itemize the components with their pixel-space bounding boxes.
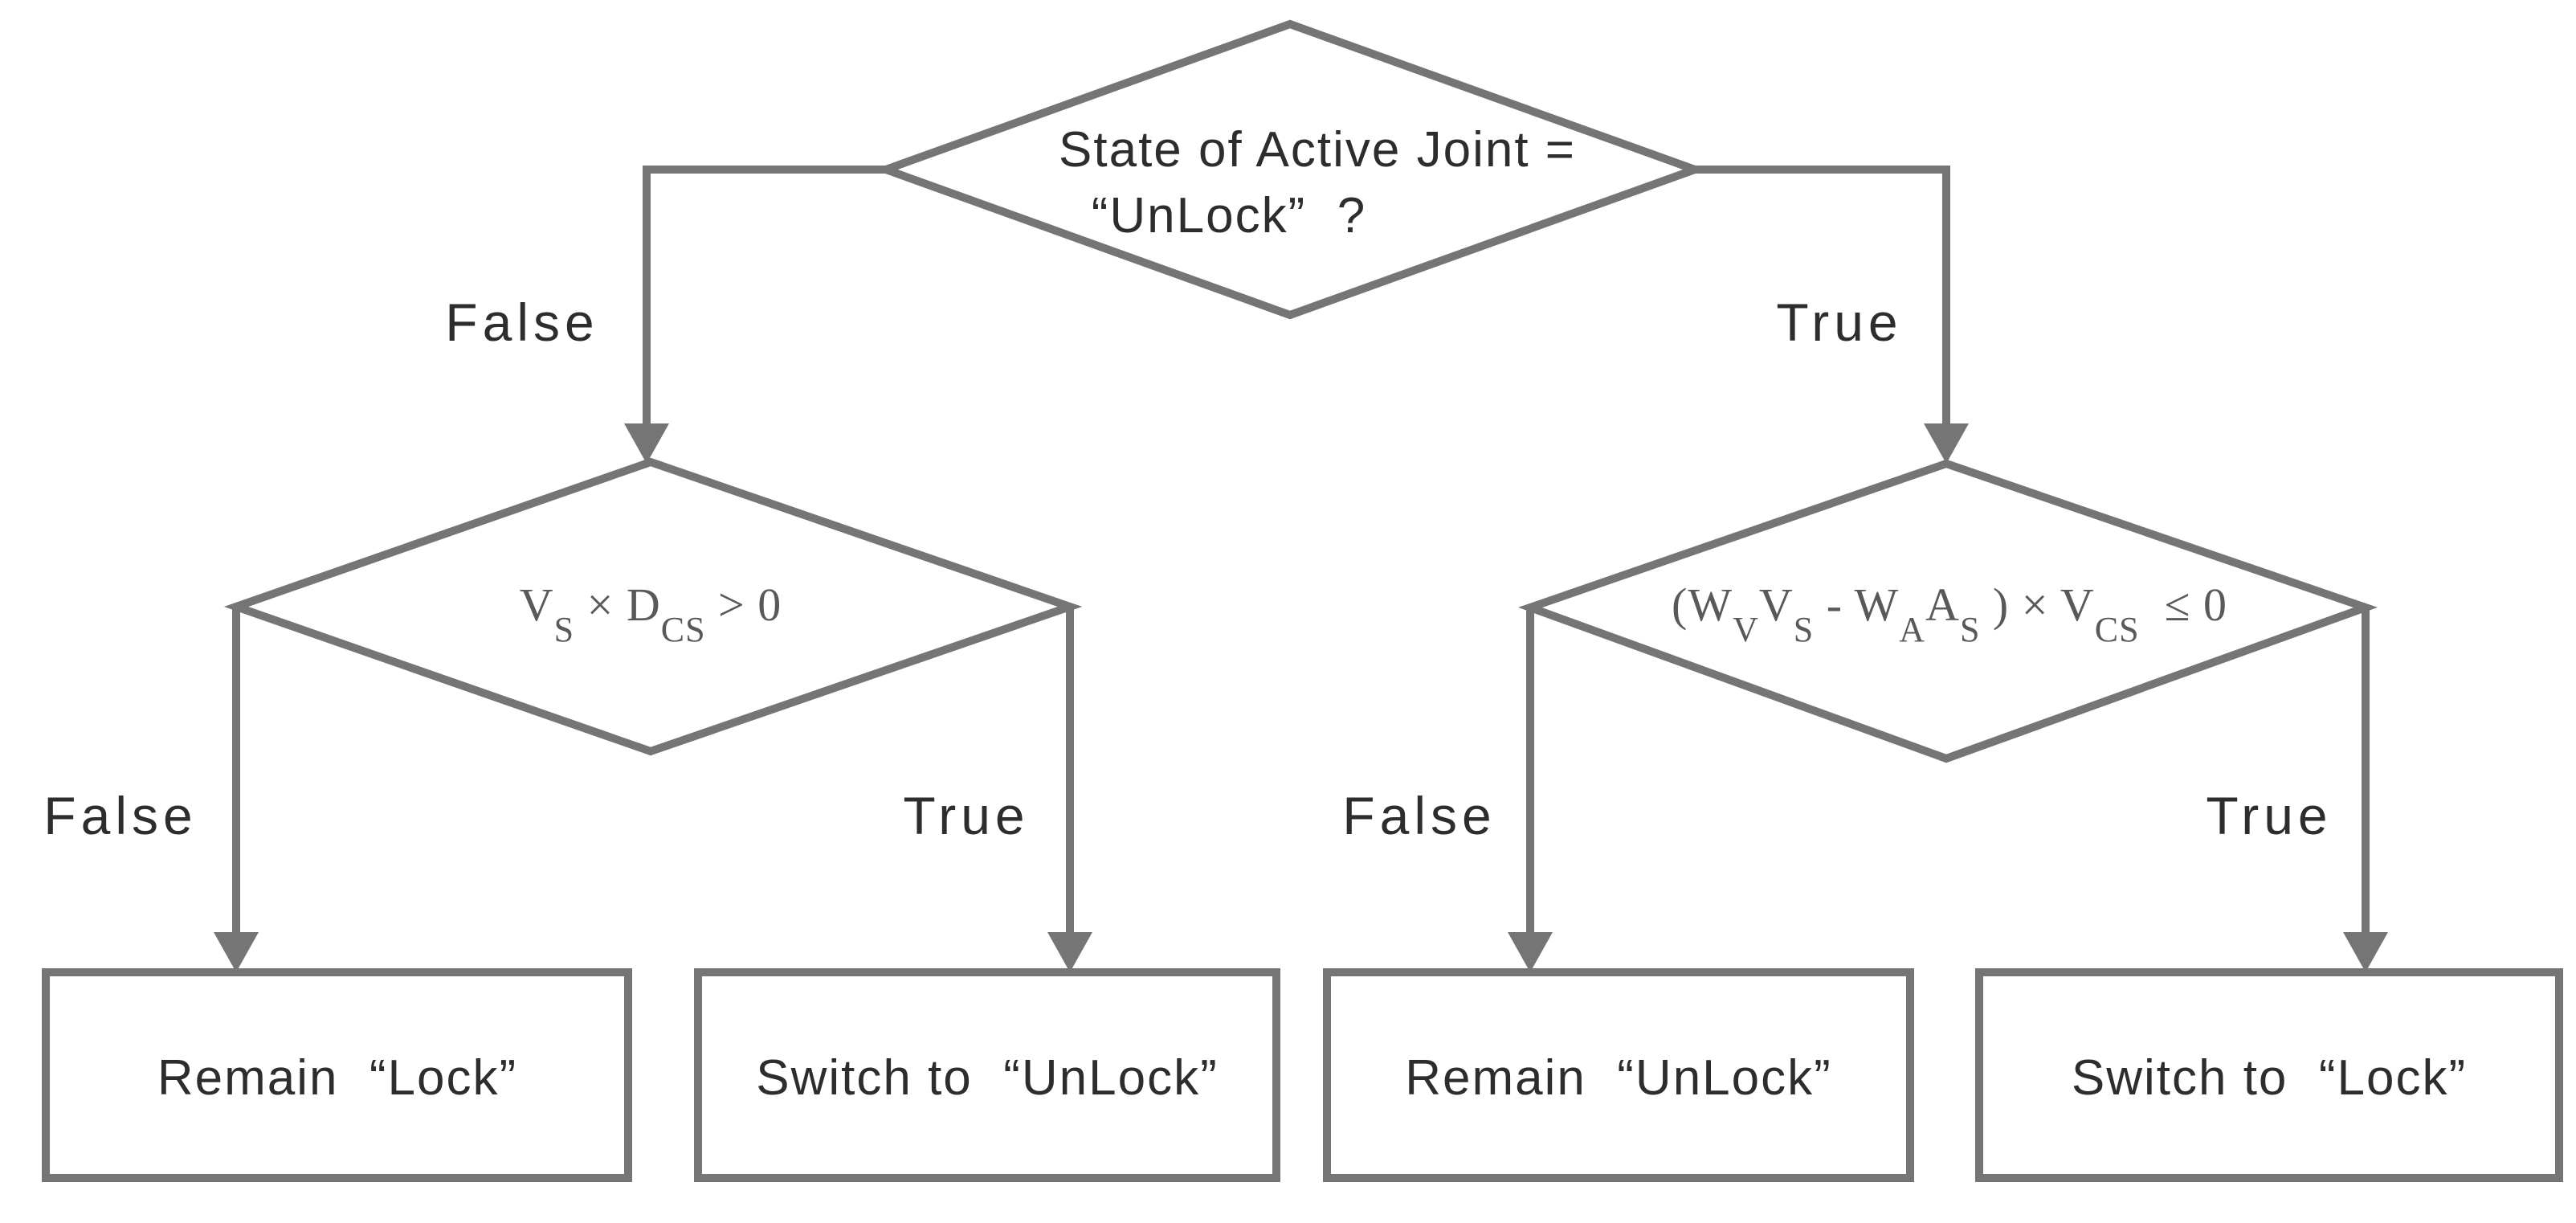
left-decision-formula: VS × DCS > 0	[520, 579, 782, 649]
root-decision-text-line1: State of Active Joint =	[1059, 122, 1576, 178]
outcome-text-switch-lock: Switch to “Lock”	[2072, 1050, 2467, 1106]
decision-left-diamond	[223, 457, 1083, 756]
arrow-down-icon	[1508, 932, 1553, 972]
decision-root-diamond	[874, 19, 1707, 320]
outcome-box-switch-unlock	[694, 968, 1280, 1182]
connector-root-false	[643, 166, 886, 438]
outcome-box-remain-lock	[42, 968, 632, 1182]
connector-root-true	[1695, 166, 1950, 438]
arrow-down-icon	[214, 932, 259, 972]
branch-label-right-true: True	[2206, 786, 2332, 845]
arrow-down-icon	[2343, 932, 2388, 972]
branch-label-root-true: True	[1776, 292, 1902, 352]
outcome-text-remain-lock: Remain “Lock”	[157, 1050, 517, 1106]
right-decision-formula: (WVVS - WAAS ) × VCS ≤ 0	[1672, 579, 2227, 649]
outcome-text-switch-unlock: Switch to “UnLock”	[756, 1050, 1219, 1106]
branch-label-right-false: False	[1342, 786, 1496, 845]
decision-right-diamond	[1518, 459, 2378, 763]
arrow-down-icon	[1047, 932, 1092, 972]
outcome-box-remain-unlock	[1323, 968, 1914, 1182]
branch-label-root-false: False	[445, 292, 598, 352]
outcome-text-remain-unlock: Remain “UnLock”	[1405, 1050, 1832, 1106]
branch-label-left-true: True	[903, 786, 1029, 845]
branch-label-left-false: False	[43, 786, 197, 845]
arrow-down-icon	[1924, 423, 1969, 464]
arrow-down-icon	[624, 423, 669, 464]
outcome-box-switch-lock	[1975, 968, 2563, 1182]
root-decision-text-line2: “UnLock” ?	[1092, 188, 1366, 243]
